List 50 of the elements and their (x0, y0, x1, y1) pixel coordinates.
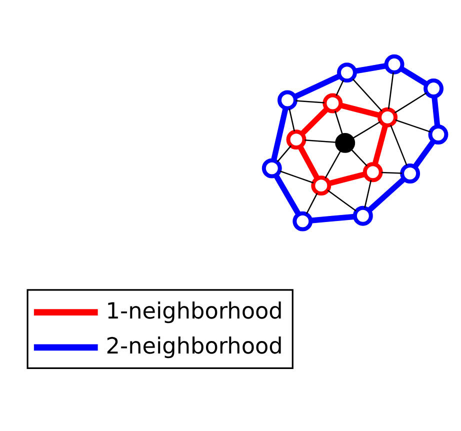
connector (390, 124, 408, 166)
connector (388, 72, 394, 110)
connector (327, 190, 356, 212)
node-circle (322, 93, 343, 114)
connector (350, 148, 368, 166)
connector (400, 66, 428, 87)
node-circle (278, 90, 298, 110)
connector (395, 119, 431, 133)
node-circle (311, 176, 332, 196)
connector (394, 92, 427, 114)
legend-label: 1-neighborhood (106, 298, 283, 324)
connector (304, 140, 338, 144)
connector (352, 121, 381, 140)
connector (298, 145, 320, 180)
node-circle (378, 107, 398, 128)
connector (306, 192, 318, 214)
connector (340, 102, 380, 118)
connector (288, 108, 295, 132)
connector (276, 145, 292, 162)
connector (294, 73, 341, 100)
node-circle (400, 164, 420, 184)
connector (271, 107, 288, 161)
connector (368, 177, 406, 212)
connector (354, 63, 387, 74)
node-circle (384, 54, 404, 74)
connector (300, 106, 329, 136)
node-circle (424, 78, 444, 98)
connector (334, 110, 344, 136)
node-circle (337, 62, 357, 83)
node-circle (352, 206, 373, 226)
node-circle (335, 132, 356, 153)
node-circle (362, 162, 383, 182)
connector (274, 174, 301, 216)
node-circle (262, 158, 282, 178)
connector (296, 100, 324, 104)
connector (280, 170, 314, 184)
legend-label: 2-neighborhood (106, 333, 283, 360)
node-circle (292, 211, 313, 232)
connector (324, 150, 342, 179)
connector (432, 96, 440, 127)
connector (364, 180, 372, 208)
connector (336, 80, 344, 96)
node-circle (428, 124, 448, 144)
connector (328, 171, 366, 186)
connector (381, 172, 402, 174)
connector (352, 78, 382, 112)
connector (412, 140, 436, 168)
connector (310, 214, 354, 224)
node-circle (286, 130, 306, 150)
connector (372, 124, 388, 165)
